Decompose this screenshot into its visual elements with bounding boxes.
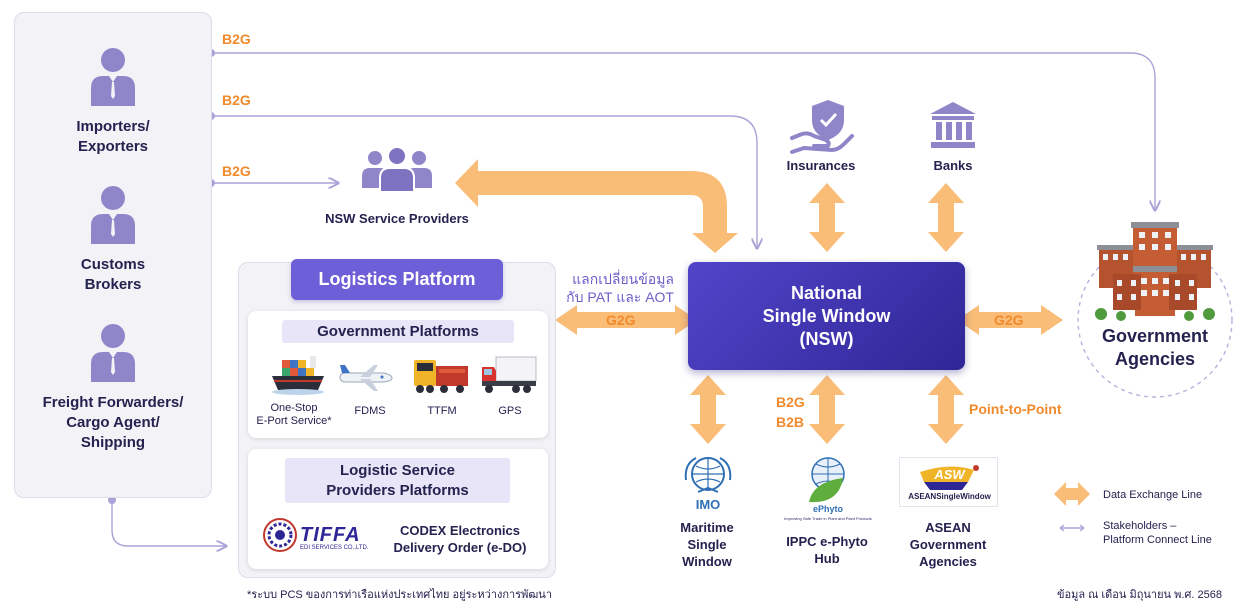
legend-stakeholders-line-label: Stakeholders – Platform Connect Line [1103,520,1212,546]
arrow-asw [928,375,964,444]
stakeholder-freight-forwarders: Freight Forwarders/ Cargo Agent/ Shippin… [14,322,212,453]
codex-label: CODEX Electronics Delivery Order (e-DO) [393,523,527,555]
insurances-label: Insurances [786,158,856,173]
service-providers-icon [360,146,434,197]
government-buildings-icon [1093,218,1217,327]
imo-label: Maritime Single Window [680,520,734,569]
person-icon [91,324,135,382]
arrow-g2g-right [957,305,1063,335]
logistics-platform-title: Logistics Platform [291,259,503,300]
ephyto-logo-icon [803,456,853,513]
exchange-note: แลกเปลี่ยนข้อมูล กับ PAT และ AOT [566,271,674,305]
line-to-gov-agencies [211,52,1155,210]
legend-stakeholder-line-icon [1058,520,1086,538]
b2g-label-3: B2G [222,163,251,179]
person-icon [91,48,135,106]
stakeholder-label: Customs Brokers [80,256,146,293]
arrow-insurances [809,183,845,252]
g2g-right-label: G2G [994,312,1024,328]
stakeholder-label: Freight Forwarders/ Cargo Agent/ Shippin… [42,394,184,451]
service-providers-label: NSW Service Providers [325,211,469,226]
data-exchange-arrows [455,159,1063,444]
b2g-b2b-label: B2G B2B [776,394,805,430]
arrow-g2g-left [555,305,697,335]
platform-label-fdms: FDMS [354,405,386,417]
plane-icon [338,363,394,398]
nsw-box: National Single Window (NSW) [688,262,965,370]
ephyto-tagline: Improving Safe Trade in Plant and Plant … [784,516,872,521]
b2g-label-1: B2G [222,31,251,47]
banks-label: Banks [933,158,973,173]
arrow-imo [690,375,726,444]
arrow-ephyto [809,375,845,444]
ephyto-label: IPPC e-Phyto Hub [786,534,868,566]
person-icon [91,186,135,244]
line-to-nsw [211,115,757,248]
arrow-banks [928,183,964,252]
g2g-left-label: G2G [606,312,636,328]
source-note: ข้อมูล ณ เดือน มิถุนายน พ.ศ. 2568 [1056,589,1222,601]
imo-logo-icon [680,454,736,503]
asw-logo-text: ASW [934,467,965,482]
imo-logo-text: IMO [695,497,721,512]
footnote: *ระบบ PCS ของการท่าเรือแห่งประเทศไทย อยู… [247,589,552,601]
platform-label-ttfm: TTFM [427,405,457,417]
bank-icon [928,100,978,155]
platform-label-gps: GPS [498,405,522,417]
tiffa-emblem-icon [263,518,297,552]
ship-icon [270,350,326,401]
asw-emblem-icon [920,465,979,490]
tiffa-logo-sub: EDI SERVICES CO.,LTD. [300,545,369,551]
line-to-lsp [111,500,226,546]
point-to-point-label: Point-to-Point [969,401,1062,417]
truck-icon [480,353,538,402]
tiffa-logo [262,517,298,558]
legend-data-exchange-icon [1052,480,1092,513]
asw-label: ASEAN Government Agencies [909,520,987,569]
insurance-icon [790,98,854,159]
stakeholder-importers: Importers/ Exporters [14,46,212,157]
tiffa-logo-text: TIFFA [300,524,361,546]
stakeholder-customs-brokers: Customs Brokers [14,184,212,295]
platform-label-eport: One-Stop E-Port Service* [256,402,332,427]
asw-logo-sub: ASEANSingleWindow [908,492,991,501]
lsp-title: Logistic Service Providers Platforms [285,458,510,503]
government-platforms-title: Government Platforms [282,320,514,343]
b2g-label-2: B2G [222,92,251,108]
train-icon [412,354,470,401]
arrow-nsw-service-providers [455,159,738,253]
government-agencies-label: Government Agencies [1101,326,1209,369]
ephyto-logo-text: ePhyto [812,504,843,514]
stakeholder-label: Importers/ Exporters [76,118,150,155]
legend-data-exchange-label: Data Exchange Line [1103,489,1203,501]
asw-logo: ASW ASEANSingleWindow [899,457,998,507]
